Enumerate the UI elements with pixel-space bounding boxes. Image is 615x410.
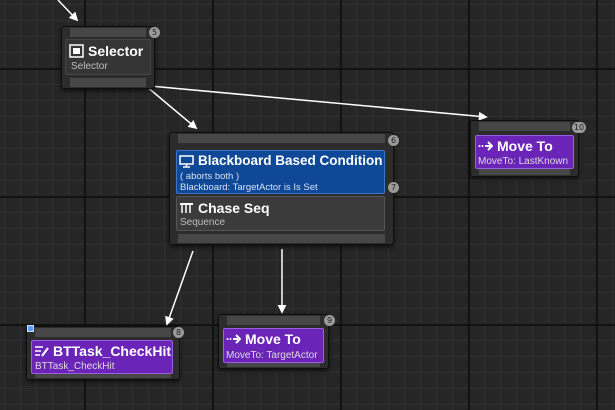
task-body: BTTask_CheckHit BTTask_CheckHit <box>31 340 173 374</box>
monitor-icon <box>179 154 194 168</box>
moveto-lastknown-node[interactable]: 10 Move To MoveTo: LastKnown <box>470 120 586 177</box>
input-pin[interactable] <box>227 316 320 325</box>
task-title: Move To <box>497 138 553 154</box>
input-pin[interactable] <box>70 28 146 37</box>
output-pin[interactable] <box>479 166 570 175</box>
decorator-name: Blackboard Based Condition <box>198 153 383 168</box>
output-pin[interactable] <box>70 78 146 87</box>
composite-selector-icon <box>69 44 84 58</box>
execution-index-badge: 6 <box>388 135 399 146</box>
move-arrow-icon <box>478 141 493 151</box>
move-arrow-icon <box>226 334 241 344</box>
task-title: Move To <box>245 331 301 347</box>
decorator-condition: Blackboard: TargetActor is Is Set <box>180 182 318 193</box>
moveto-target-node[interactable]: 9 Move To MoveTo: TargetActor <box>218 314 335 369</box>
node-title: Move To <box>478 138 553 154</box>
node-title: Chase Seq <box>179 200 270 216</box>
decorator-title: Blackboard Based Condition <box>179 153 383 168</box>
sequence-title: Chase Seq <box>198 200 270 216</box>
blackboard-decorator[interactable]: Blackboard Based Condition ( aborts both… <box>176 150 385 194</box>
wire-chase-to-checkhit <box>165 250 194 326</box>
node-title: Selector <box>69 43 143 59</box>
execution-index-badge: 10 <box>572 122 586 133</box>
input-pin[interactable] <box>479 122 570 131</box>
node-title: BTTask_CheckHit <box>34 343 171 359</box>
selector-node[interactable]: 5 Selector Selector <box>61 26 160 89</box>
execution-index-badge: 9 <box>324 315 335 326</box>
sequence-body: Chase Seq Sequence <box>176 196 385 231</box>
execution-index-badge: 8 <box>173 327 184 338</box>
decorator-abort-mode: ( aborts both ) <box>180 171 240 182</box>
input-pin[interactable] <box>178 134 385 143</box>
selector-title: Selector <box>88 43 144 59</box>
task-subtitle: BTTask_CheckHit <box>35 361 115 372</box>
execution-index-badge: 5 <box>149 27 160 38</box>
decorator-index-badge: 7 <box>388 182 399 193</box>
wire-selector-to-moveto-lastknown <box>149 85 488 121</box>
output-pin[interactable] <box>178 234 385 243</box>
task-body: Move To MoveTo: TargetActor <box>223 328 324 363</box>
task-edit-icon <box>35 346 49 357</box>
input-pin[interactable] <box>35 328 171 337</box>
chase-seq-node[interactable]: 6 7 Blackboard Based Condition ( aborts … <box>169 132 399 245</box>
wire-root-to-selector <box>57 0 79 22</box>
wire-selector-to-chase <box>145 85 198 130</box>
task-subtitle: MoveTo: LastKnown <box>478 156 569 167</box>
task-body: Move To MoveTo: LastKnown <box>475 135 574 169</box>
task-title: BTTask_CheckHit <box>53 343 172 359</box>
task-subtitle: MoveTo: TargetActor <box>226 350 318 361</box>
selector-subtitle: Selector <box>71 61 108 72</box>
selector-body: Selector Selector <box>65 39 151 75</box>
sequence-subtitle: Sequence <box>180 217 226 228</box>
breakpoint-marker <box>27 325 34 332</box>
sequence-icon <box>180 203 193 213</box>
checkhit-node[interactable]: 8 BTTask_CheckHit BTTask_CheckHit <box>26 325 184 380</box>
node-title: Move To <box>226 331 301 347</box>
